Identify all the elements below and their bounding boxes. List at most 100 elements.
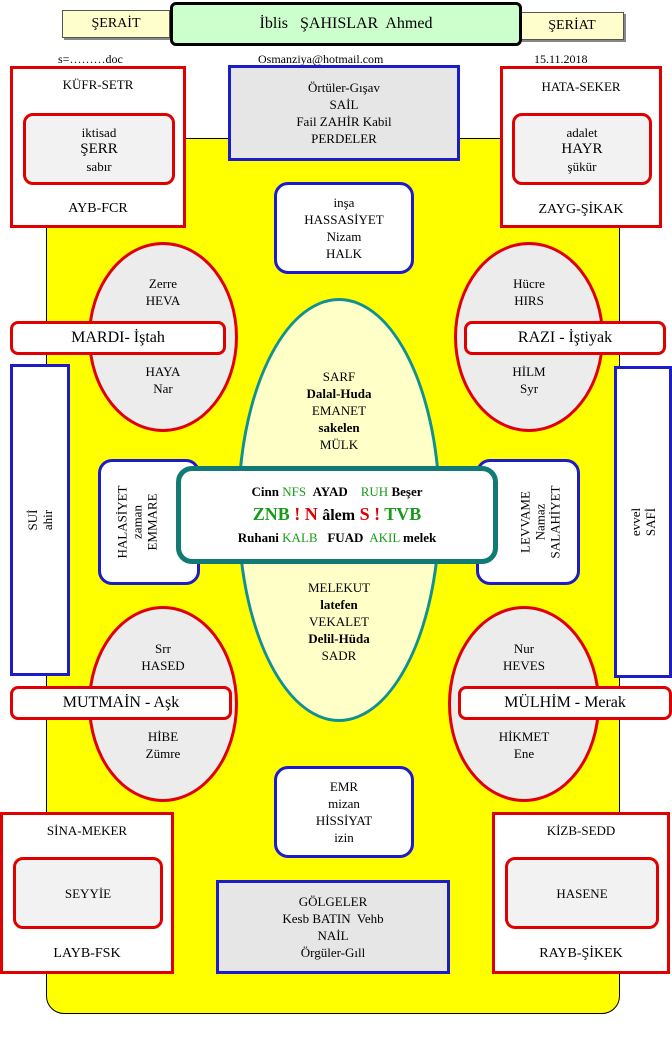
- lower-blue-line: mizan: [328, 796, 360, 811]
- left-mid-line: HALASİYET: [114, 485, 130, 559]
- top-center-box: Örtüler-Gışav SAİL Fail ZAHİR Kabil PERD…: [228, 65, 460, 161]
- bottom-left-inner-text: SEYYİE: [64, 885, 112, 901]
- central-top-line: MÜLK: [319, 437, 359, 452]
- bottom-left-inner: SEYYİE: [13, 857, 163, 929]
- ellipse-line: Nur: [513, 641, 535, 656]
- top-right-top: HATA-SEKER: [541, 79, 621, 94]
- ellipse-line: HEVA: [145, 293, 181, 308]
- ellipse-upper-left-top: Zerre HEVA: [88, 275, 238, 309]
- lower-blue-line: EMR: [329, 779, 359, 794]
- ellipse-upper-left-bottom: HAYA Nar: [88, 363, 238, 397]
- center-word: S: [359, 504, 370, 524]
- center-word: TVB: [384, 504, 422, 524]
- central-bottom-line: Delil-Hüda: [308, 631, 370, 646]
- left-sidebar-text: SUİ ahir: [25, 510, 55, 531]
- left-mid-line: EMMARE: [144, 493, 160, 551]
- right-mid-line: Namaz: [532, 503, 548, 541]
- label-mutmain: MUTMAİN - Aşk: [10, 686, 232, 720]
- center-word: ZNB: [252, 504, 290, 524]
- center-word: !: [374, 504, 381, 524]
- label-razi: RAZI - İştiyak: [464, 321, 666, 355]
- ellipse-line: Nar: [153, 381, 173, 396]
- center-word: melek: [403, 530, 437, 545]
- top-right-inner-line: HAYR: [561, 140, 603, 157]
- right-mid-line: SALAHİYET: [547, 485, 563, 559]
- bottom-left-box: SİNA-MEKER SEYYİE LAYB-FSK: [0, 812, 174, 974]
- sidebar-line: evvel: [628, 507, 643, 537]
- center-word: KALB: [282, 530, 318, 545]
- center-word: !: [294, 504, 301, 524]
- ellipse-upper-right-bottom: HİLM Syr: [454, 363, 604, 397]
- right-mid-text: LEVVAME Namaz SALAHİYET: [517, 486, 562, 559]
- bottom-center-line: Örgüler-Gıll: [300, 945, 366, 960]
- top-left-inner-line: sabır: [86, 158, 112, 174]
- center-row-1: Cinn NFS AYAD RUH Beşer: [252, 482, 423, 502]
- label-mardi-text: MARDI- İştah: [71, 329, 165, 346]
- bottom-left-top: SİNA-MEKER: [46, 823, 128, 838]
- page-title: İblis ŞAHISLAR Ahmed: [170, 2, 522, 46]
- ellipse-upper-right-top: Hücre HIRS: [454, 275, 604, 309]
- ellipse-line: Srr: [155, 641, 171, 656]
- doc-name: s=………doc: [58, 52, 123, 66]
- lower-blue-line: izin: [334, 830, 354, 845]
- ellipse-line: HİBE: [147, 729, 179, 744]
- label-mulhim-text: MÜLHİM - Merak: [504, 694, 626, 711]
- top-right-inner: adalet HAYR şükür: [512, 113, 652, 185]
- center-word: âlem: [322, 507, 356, 524]
- bottom-right-inner: HASENE: [505, 857, 659, 929]
- bottom-left-bottom: LAYB-FSK: [53, 946, 121, 961]
- top-center-line: Fail ZAHİR Kabil: [296, 114, 392, 129]
- top-center-line: PERDELER: [311, 131, 377, 146]
- label-mulhim: MÜLHİM - Merak: [458, 686, 672, 720]
- center-word: Ruhani: [237, 530, 279, 545]
- top-right-box: HATA-SEKER adalet HAYR şükür ZAYG-ŞİKAK: [500, 66, 662, 228]
- central-ellipse-bottom-text: MELEKUT latefen VEKALET Delil-Hüda SADR: [239, 579, 439, 664]
- upper-blue-line: HALK: [325, 246, 363, 261]
- ellipse-lower-left-bottom: HİBE Zümre: [88, 728, 238, 762]
- page-title-text: İblis ŞAHISLAR Ahmed: [259, 15, 433, 32]
- central-ellipse-top-text: SARF Dalal-Huda EMANET sakelen MÜLK: [239, 368, 439, 453]
- top-left-inner-line: iktisad: [81, 124, 117, 140]
- left-mid-text: HALASİYET zaman EMMARE: [115, 486, 160, 559]
- center-word: N: [304, 504, 318, 524]
- top-left-top: KÜFR-SETR: [62, 77, 134, 92]
- center-word: FUAD: [327, 530, 364, 545]
- label-razi-text: RAZI - İştiyak: [517, 329, 613, 346]
- lower-blue-box: EMR mizan HİSSİYAT izin: [274, 766, 414, 858]
- central-bottom-line: SADR: [321, 648, 357, 663]
- header-right-tab: ŞERİAT: [520, 12, 624, 40]
- central-top-line: SARF: [322, 369, 356, 384]
- bottom-right-top: KİZB-SEDD: [546, 823, 616, 838]
- ellipse-line: HEVES: [503, 658, 545, 673]
- top-center-line: SAİL: [329, 97, 359, 112]
- center-word: Cinn: [251, 484, 279, 499]
- central-bottom-line: MELEKUT: [307, 580, 371, 595]
- left-sidebar: SUİ ahir: [10, 364, 70, 676]
- ellipse-line: HIRS: [514, 293, 544, 308]
- center-word: RUH: [360, 484, 389, 499]
- bottom-right-inner-text: HASENE: [556, 885, 608, 901]
- upper-blue-line: Nizam: [326, 229, 362, 244]
- sidebar-line: ahir: [40, 509, 55, 531]
- top-left-inner: iktisad ŞERR sabır: [23, 113, 175, 185]
- upper-blue-line: inşa: [333, 195, 355, 210]
- header-left-tab-label: ŞERAİT: [91, 16, 141, 31]
- central-bottom-line: latefen: [320, 597, 358, 612]
- top-left-bottom: AYB-FCR: [68, 201, 128, 216]
- label-mardi: MARDI- İştah: [10, 321, 226, 355]
- center-row-3: Ruhani KALB FUAD AKIL melek: [238, 528, 437, 548]
- right-sidebar-text: evvel SAFİ: [628, 508, 658, 536]
- date: 15.11.2018: [534, 52, 588, 66]
- top-left-box: KÜFR-SETR iktisad ŞERR sabır AYB-FCR: [10, 66, 186, 228]
- center-word: AYAD: [312, 484, 348, 499]
- sidebar-line: SUİ: [25, 509, 40, 531]
- top-left-inner-line: ŞERR: [80, 140, 118, 157]
- center-box: Cinn NFS AYAD RUH Beşer ZNB ! N âlem S !…: [176, 466, 498, 564]
- ellipse-line: Syr: [519, 381, 539, 396]
- top-right-inner-line: şükür: [567, 158, 597, 174]
- header-left-tab: ŞERAİT: [62, 10, 170, 38]
- ellipse-line: HİLM: [512, 364, 546, 379]
- ellipse-line: HAYA: [145, 364, 181, 379]
- center-word: AKIL: [369, 530, 400, 545]
- ellipse-line: Hücre: [513, 276, 545, 291]
